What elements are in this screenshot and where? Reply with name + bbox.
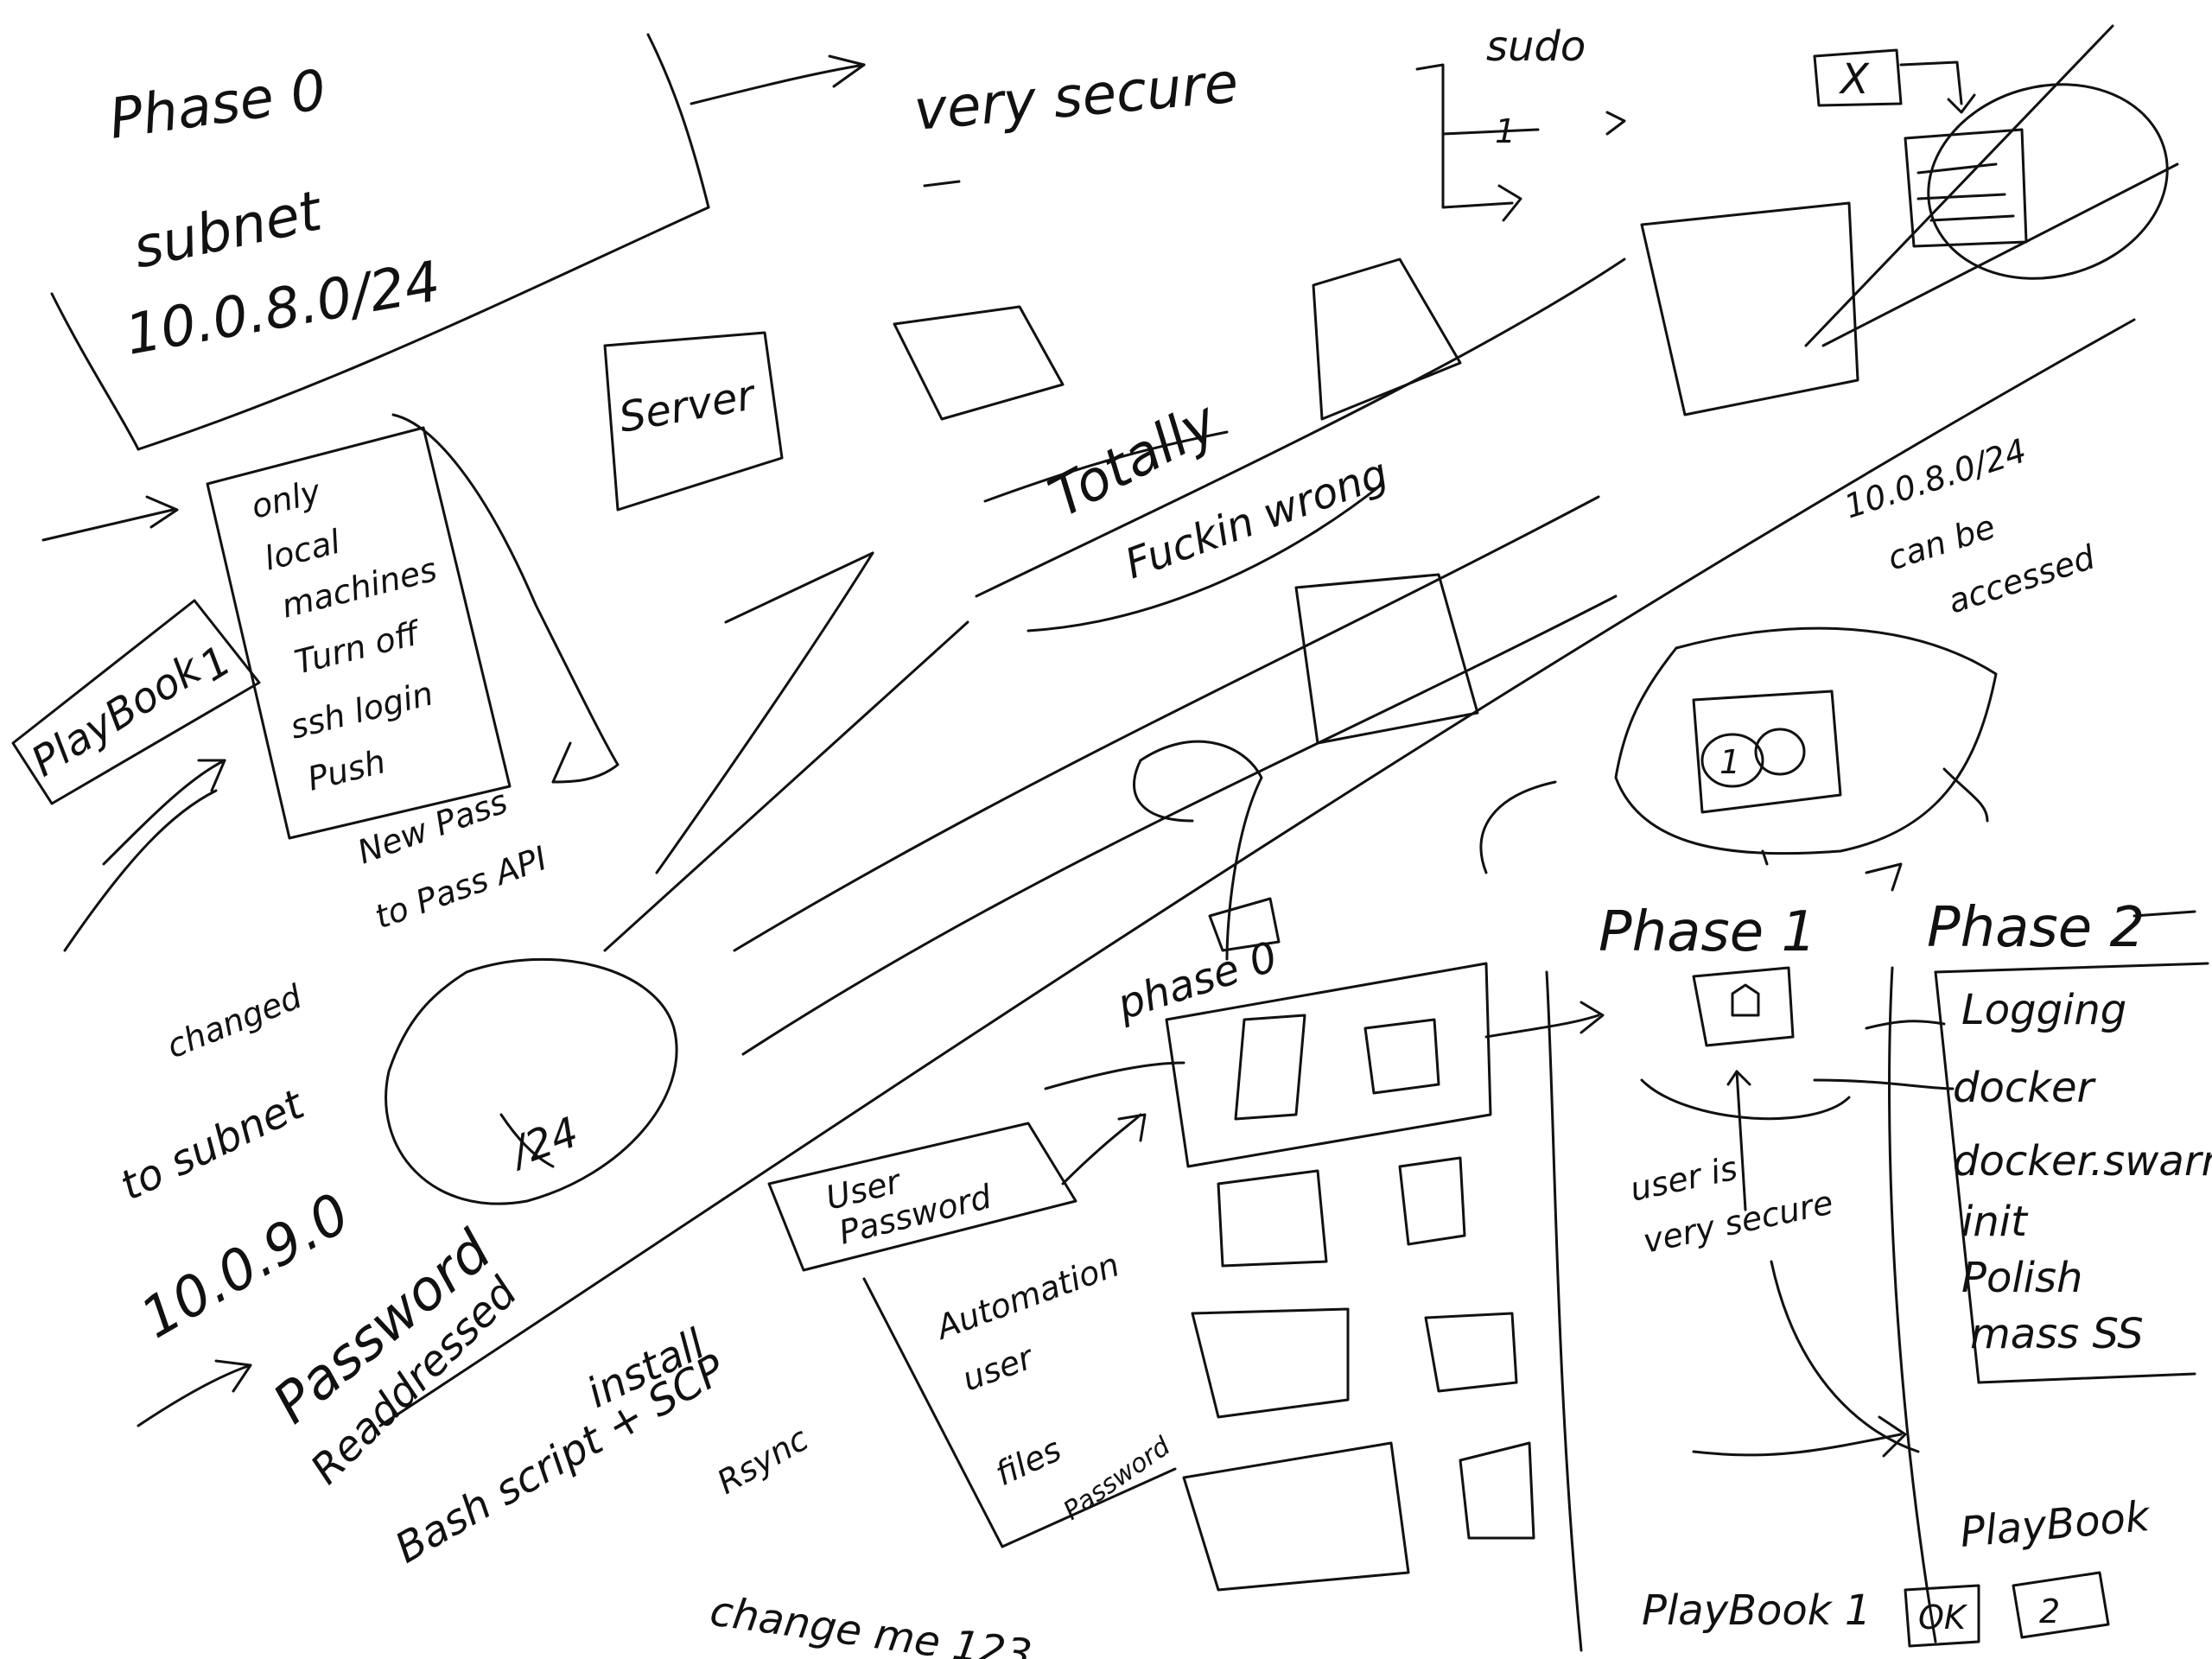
check-item-2: local (261, 523, 345, 578)
to-subnet-label: to subnet (113, 1079, 314, 1210)
rsync-label: Rsync (711, 1420, 816, 1502)
phase2-item-2: docker (1953, 1064, 2097, 1112)
automation-password: Password (1058, 1431, 1177, 1527)
playbook2-number: 2 (2039, 1592, 2060, 1630)
change-me-label: change me 123 (707, 1586, 1034, 1659)
note-right-line1: 10.0.8.0/24 (1840, 431, 2031, 525)
automation-files: files (989, 1430, 1067, 1493)
playbook-left: PlayBook 1 (11, 599, 261, 952)
phase0-title: Phase 0 (105, 58, 330, 151)
automation-user: user (957, 1338, 1039, 1399)
user-secure-line1: user is (1627, 1149, 1741, 1209)
phase0-subnet-box: Phase 0 subnet 10.0.8.0/24 (50, 33, 710, 451)
playbook-bottom-right: PlayBook 1 OK PlayBook 2 (1642, 1492, 2153, 1648)
phase2-item-3: docker.swarm (1953, 1137, 2212, 1185)
check-item-5: ssh login (287, 674, 437, 746)
sudo-one: 1 (1495, 112, 1516, 150)
ok-label: OK (1918, 1599, 1968, 1637)
x-mark: X (1838, 55, 1870, 104)
check-item-1: only (248, 472, 325, 525)
top-right-cluster: X (1804, 24, 2179, 347)
phase2-item-6: mass SS (1970, 1310, 2144, 1358)
server-row: Server Totally Fuckin wrong (603, 201, 1859, 588)
very-secure-label: very secure (912, 51, 1241, 143)
phase1-label: Phase 1 (1599, 900, 1816, 964)
new-subnet-value: 10.0.9.0 (130, 1181, 360, 1351)
playbook1-label: PlayBook 1 (1642, 1586, 1871, 1635)
phase2-item-5: Polish (1961, 1254, 2082, 1302)
changed-label: changed (162, 977, 308, 1066)
note-right-line2: can be (1883, 507, 1999, 577)
diagonal-lines (378, 257, 2136, 1427)
phase0-grid: phase 0 (1044, 897, 1605, 1652)
server-label: Server (615, 371, 760, 442)
phase2-item-4: init (1961, 1198, 2029, 1246)
automation-label: Automation (929, 1245, 1124, 1347)
very-secure-group: very secure sudo 1 (690, 22, 1626, 222)
phase2-label: Phase 2 (1927, 896, 2145, 960)
sudo-label: sudo (1486, 22, 1586, 71)
newpass-note: New Pass to Pass API (353, 782, 552, 936)
subnet-word: subnet (128, 179, 329, 282)
one-mark: 1 (1719, 743, 1740, 781)
phase2-list: Logging docker docker.swarm init Polish … (1934, 962, 2212, 1384)
playbook2-label: PlayBook (1958, 1492, 2153, 1557)
phase2-item-1: Logging (1961, 986, 2126, 1034)
check-item-4: Turn off (291, 613, 426, 682)
check-item-6: Push (304, 742, 390, 798)
totally-label: Totally (1039, 390, 1229, 531)
checklist-sheet: only local machines Turn off ssh login P… (41, 413, 620, 840)
new-subnet-mask: /24 (502, 1108, 585, 1177)
